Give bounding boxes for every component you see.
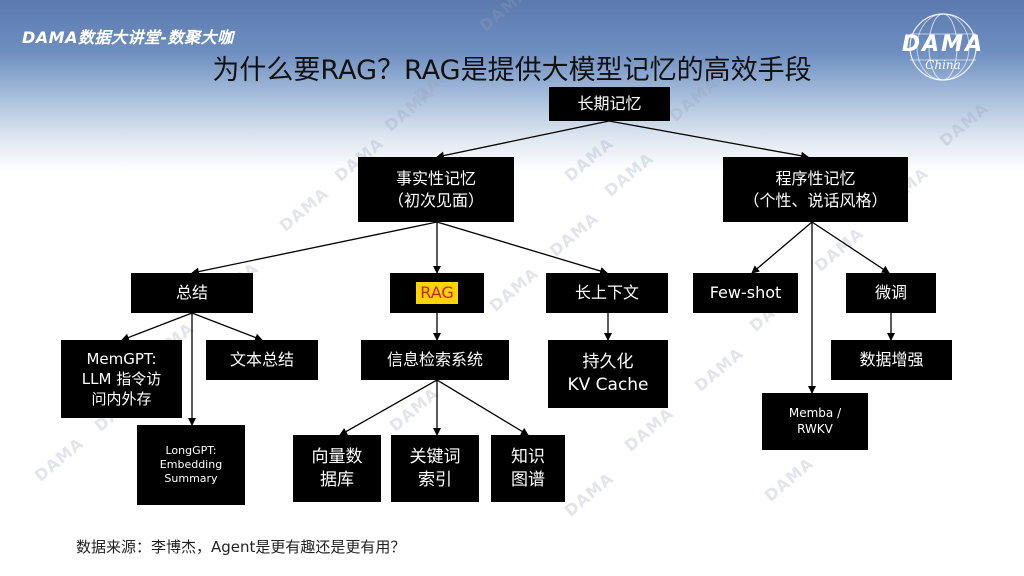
edge	[436, 221, 608, 275]
edge	[191, 221, 438, 276]
node-label: 长期记忆	[577, 94, 642, 114]
node-label: 关键词 索引	[409, 446, 461, 490]
edge	[339, 379, 438, 436]
node-fine-tune: 微调	[846, 273, 936, 313]
node-label: MemGPT: LLM 指令访 问内外存	[81, 349, 162, 409]
node-memba-rwkv: Memba / RWKV	[762, 393, 868, 450]
node-label: 事实性记忆 （初次见面）	[387, 168, 484, 210]
node-summary: 总结	[131, 273, 253, 313]
source-note: 数据来源：李博杰，Agent是更有趣还是更有用？	[76, 538, 406, 556]
edge	[608, 120, 809, 160]
edge	[811, 221, 890, 274]
node-knowledge-graph: 知识 图谱	[491, 435, 565, 502]
node-label: 向量数 据库	[311, 446, 363, 490]
edge	[436, 379, 529, 436]
node-text-summary: 文本总结	[206, 340, 318, 380]
node-label: Memba / RWKV	[788, 405, 842, 436]
node-label: 知识 图谱	[511, 446, 545, 490]
node-label: 数据增强	[859, 350, 924, 370]
node-label: 文本总结	[229, 350, 294, 370]
node-long-context: 长上下文	[546, 273, 668, 313]
header-label: DAMA数据大讲堂-数聚大咖	[22, 28, 234, 47]
node-rag: RAG	[390, 273, 484, 313]
node-vector-db: 向量数 据库	[293, 435, 381, 502]
node-factual-memory: 事实性记忆 （初次见面）	[358, 157, 514, 222]
edge	[121, 312, 193, 342]
edge	[751, 221, 813, 274]
node-kv-cache: 持久化 KV Cache	[548, 340, 668, 408]
node-label: 总结	[175, 283, 208, 303]
node-long-term-memory: 长期记忆	[549, 87, 670, 121]
node-label-highlighted: RAG	[416, 282, 458, 304]
node-label: 微调	[874, 283, 907, 303]
node-label: 长上下文	[574, 283, 639, 303]
node-info-retrieval: 信息检索系统	[361, 340, 509, 380]
edge	[191, 312, 263, 342]
node-keyword-index: 关键词 索引	[391, 435, 479, 502]
edge	[436, 120, 610, 160]
node-procedural-memory: 程序性记忆 （个性、说话风格）	[723, 157, 908, 222]
dama-logo: DAMA China	[898, 12, 988, 82]
node-label: LongGPT: Embedding Summary	[159, 443, 223, 486]
node-few-shot: Few-shot	[693, 273, 798, 313]
page-title: 为什么要RAG？RAG是提供大模型记忆的高效手段	[212, 55, 812, 86]
node-data-augment: 数据增强	[831, 340, 952, 380]
node-label: 持久化 KV Cache	[567, 352, 649, 395]
node-memgpt: MemGPT: LLM 指令访 问内外存	[61, 340, 182, 418]
node-label: 信息检索系统	[386, 350, 483, 370]
logo-text: DAMA	[901, 32, 985, 57]
node-label: Few-shot	[709, 283, 782, 303]
logo-subtext: China	[925, 58, 961, 72]
node-label: 程序性记忆 （个性、说话风格）	[743, 168, 888, 210]
globe-icon	[909, 13, 977, 81]
node-longgpt: LongGPT: Embedding Summary	[137, 425, 245, 505]
